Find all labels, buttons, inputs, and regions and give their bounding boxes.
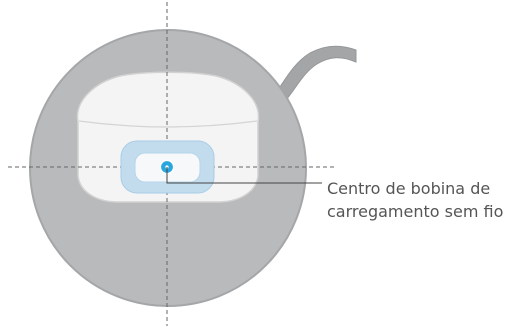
charging-pad-cable <box>277 45 357 101</box>
coil-center-label-line1: Centro de bobina de <box>327 179 491 198</box>
coil-center-label: Centro de bobina de carregamento sem fio <box>327 177 503 223</box>
case-lid-seam <box>78 120 258 128</box>
callout-leader-line <box>166 167 322 184</box>
coil-center-label-line2: carregamento sem fio <box>327 202 504 221</box>
